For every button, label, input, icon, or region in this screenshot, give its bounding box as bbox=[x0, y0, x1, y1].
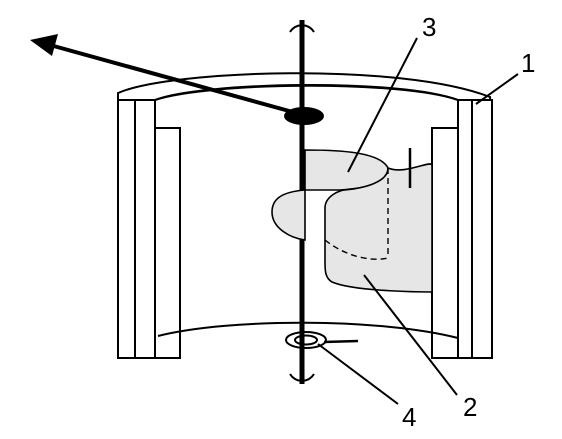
top-suspension-arc bbox=[289, 24, 315, 33]
leader-line-4 bbox=[317, 343, 399, 405]
bottom-suspension-arc bbox=[289, 373, 315, 382]
vane-3 bbox=[271, 149, 390, 241]
vane-2 bbox=[324, 148, 433, 293]
cylinder-right-wall bbox=[431, 99, 493, 359]
label-4: 4 bbox=[402, 402, 416, 432]
leader-line-3 bbox=[347, 37, 418, 173]
cylinder-left-wall bbox=[117, 99, 181, 359]
leader-line-2 bbox=[363, 274, 458, 396]
label-3: 3 bbox=[422, 12, 436, 42]
pointer-arrow bbox=[30, 34, 301, 116]
leader-line-1 bbox=[475, 73, 519, 105]
spiral-spring-4 bbox=[285, 331, 359, 349]
cylinder-bottom-arc bbox=[157, 321, 459, 339]
label-1: 1 bbox=[521, 48, 535, 78]
label-2: 2 bbox=[463, 392, 477, 422]
